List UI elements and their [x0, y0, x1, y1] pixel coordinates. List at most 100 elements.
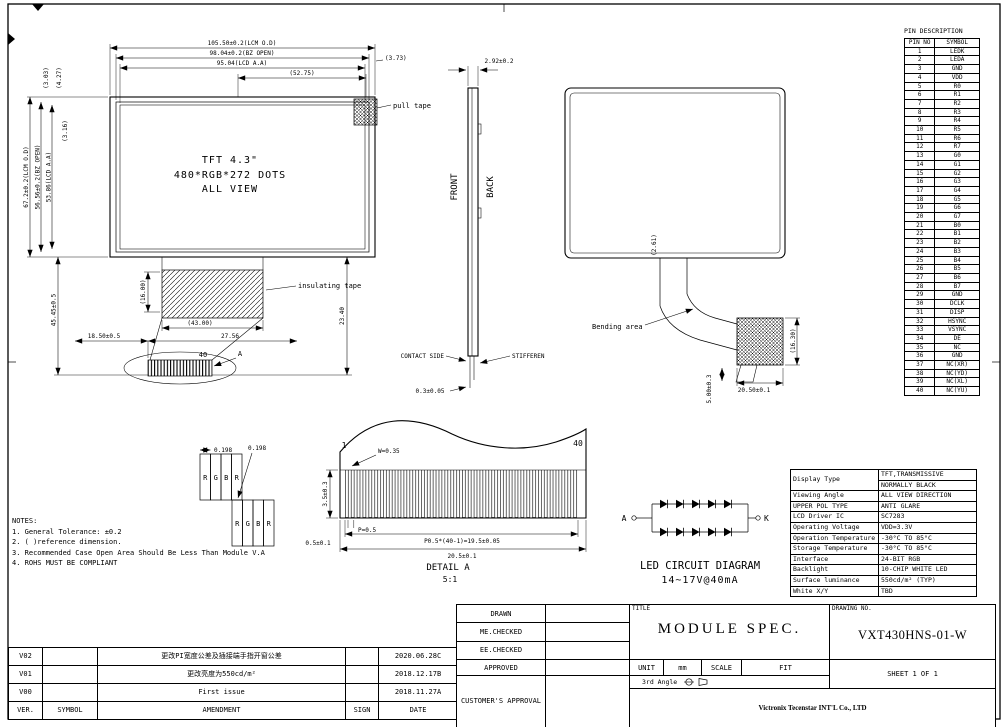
- spec-label: Backlight: [790, 564, 879, 576]
- table-cell: 3: [903, 64, 936, 74]
- spec-label: Display Type: [790, 468, 879, 492]
- angle-label: 3rd Angle: [642, 678, 678, 686]
- ee-checked-label: EE.CHECKED: [456, 640, 546, 661]
- table-cell: 6: [903, 90, 936, 100]
- anode-label: A: [622, 514, 627, 523]
- table-cell: V02: [8, 647, 43, 666]
- table-cell: 4: [903, 72, 936, 83]
- spec-label: Storage Temperature: [790, 543, 879, 555]
- table-cell: V00: [8, 683, 43, 702]
- table-cell: R4: [934, 116, 980, 127]
- spec-label: Surface luminance: [790, 574, 879, 587]
- table-cell: 15: [903, 168, 936, 179]
- insulating-tape-label: insulating tape: [298, 282, 361, 290]
- table-cell: 31: [903, 307, 936, 318]
- table-cell: NC(XL): [934, 377, 980, 388]
- title-label: TITLE: [632, 605, 651, 612]
- table-cell: 39: [903, 377, 936, 388]
- table-cell: 11: [903, 133, 936, 144]
- table-cell: 37: [903, 360, 936, 370]
- spec-label: White X/Y: [790, 585, 879, 598]
- table-cell: G4: [934, 185, 980, 196]
- pin-header-row: PIN NO SYMBOL: [903, 38, 980, 48]
- table-cell: 16: [903, 177, 936, 187]
- table-cell: LEDA: [934, 55, 980, 66]
- table-cell: [345, 683, 379, 702]
- dim-label: (52.75): [289, 70, 314, 77]
- dim-label: W=0.35: [378, 448, 400, 455]
- spec-value: TFT,TRANSMISSIVE: [878, 469, 977, 481]
- dim-label: (3.73): [385, 55, 407, 62]
- dim-label: 0.198: [214, 447, 232, 454]
- me-checked-label: ME.CHECKED: [456, 622, 546, 642]
- table-cell: 34: [903, 333, 936, 344]
- note-item: 2. ( )reference dimension.: [12, 538, 122, 546]
- spec-value: TBD: [878, 585, 977, 598]
- notes-title: NOTES:: [12, 517, 38, 525]
- table-cell: 更改亮度为550cd/m²: [97, 665, 346, 684]
- table-cell: R3: [934, 107, 980, 118]
- cathode-label: K: [764, 514, 769, 523]
- table-cell: 10: [903, 125, 936, 135]
- table-cell: 12: [903, 142, 936, 153]
- table-cell: 27: [903, 273, 936, 283]
- table-cell: DISP: [934, 307, 980, 318]
- table-cell: GND: [934, 351, 980, 361]
- side-profile: [467, 87, 479, 357]
- spec-row: Storage Temperature-30°C TO 85°C: [790, 543, 977, 555]
- table-cell: [345, 665, 379, 684]
- dim-label: P=0.5: [358, 527, 376, 534]
- table-cell: GND: [934, 290, 980, 301]
- spec-value: SC7283: [878, 511, 977, 523]
- led-subtitle: 14~17V@40mA: [661, 575, 738, 586]
- table-cell: 5: [903, 81, 936, 92]
- approved-label: APPROVED: [456, 659, 546, 676]
- pixel-letter: G: [246, 520, 250, 528]
- fit-label: FIT: [740, 659, 831, 676]
- dim-label: 67.2±0.2(LCM O.D): [23, 146, 30, 207]
- table-cell: 25: [903, 255, 936, 266]
- back-view: (2.61) Bending area (16.30) 5.00±0.3 20.…: [564, 87, 800, 403]
- table-cell: 36: [903, 351, 936, 361]
- table-cell: G1: [934, 159, 980, 170]
- pixel-letter: R: [267, 520, 272, 528]
- spec-row: Operation Temperature-30°C TO 85°C: [790, 532, 977, 545]
- dim-label: 0.198: [248, 445, 266, 452]
- dim-label: (3.16): [62, 120, 69, 142]
- table-cell: G5: [934, 194, 980, 205]
- dim-label: 3.5±0.3: [322, 481, 329, 507]
- dim-label: (3.03): [43, 67, 50, 89]
- spec-value: 10-CHIP WHITE LED: [878, 564, 977, 576]
- table-cell: 19: [903, 203, 936, 214]
- pin-symbol-header: SYMBOL: [934, 38, 980, 48]
- pixel-letter: R: [203, 474, 208, 482]
- table-cell: [42, 683, 98, 702]
- table-cell: G7: [934, 212, 980, 222]
- dim-label: 105.50±0.2(LCM O.D): [208, 40, 277, 47]
- dim-label: P0.5*(40-1)=19.5±0.05: [424, 538, 500, 545]
- display-size-label: TFT 4.3": [202, 155, 258, 166]
- table-cell: 29: [903, 290, 936, 301]
